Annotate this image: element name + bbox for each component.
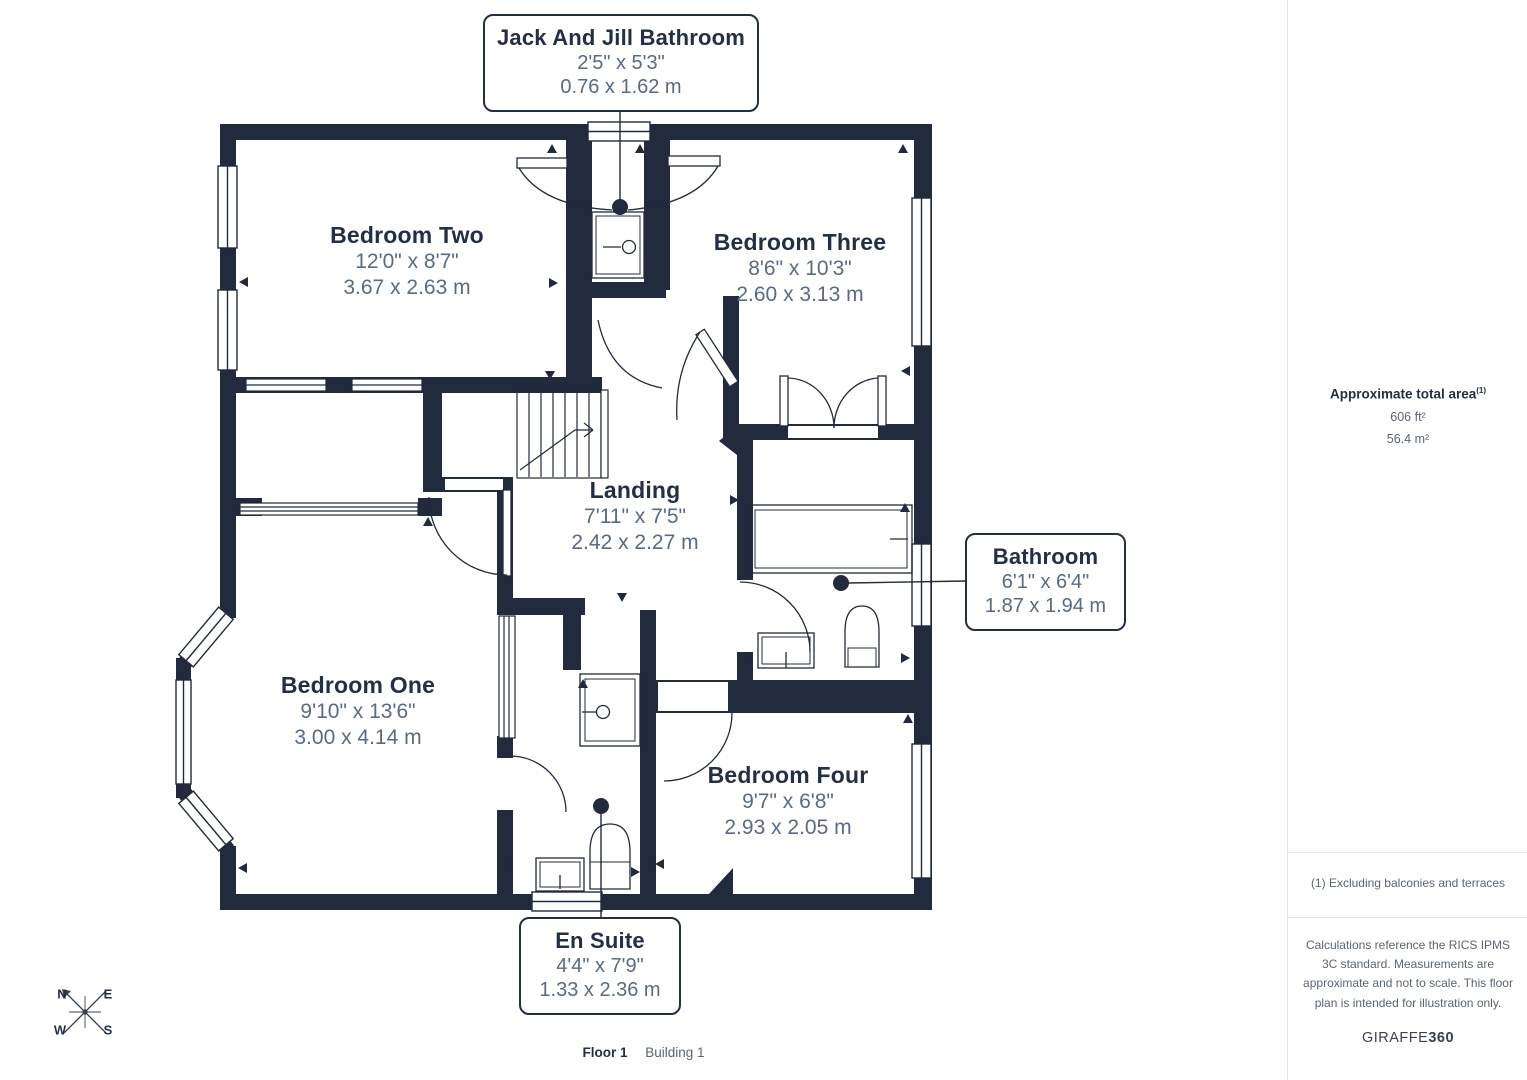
room-dim-metric: 2.93 x 2.05 m <box>724 815 852 839</box>
room-name: Bedroom Two <box>330 221 484 248</box>
room-name: Bedroom Three <box>713 228 887 255</box>
room-label-bedroom-two: Bedroom Two 12'0" x 8'7" 3.67 x 2.63 m <box>330 222 484 300</box>
callout-title: Jack And Jill Bathroom <box>496 25 746 50</box>
shower-head-icon <box>621 239 637 255</box>
compass-east-label: E <box>103 986 113 1002</box>
compass-south-label: S <box>103 1022 113 1038</box>
toilet-bathroom-icon <box>844 605 880 668</box>
camera-point-jack-and-jill <box>612 199 628 215</box>
camera-points <box>593 199 849 814</box>
sidebar: Approximate total area(1) 606 ft² 56.4 m… <box>1287 0 1527 1080</box>
footer: Floor 1 Building 1 <box>0 1045 1287 1060</box>
area-footnote: (1) Excluding balconies and terraces <box>1310 876 1506 890</box>
room-label-bedroom-four: Bedroom Four 9'7" x 6'8" 2.93 x 2.05 m <box>708 762 869 840</box>
total-area-title: Approximate total area(1) <box>1288 386 1527 402</box>
brand-regular: GIRAFFE <box>1361 1030 1429 1046</box>
windows <box>175 121 932 912</box>
bathtub-icon <box>749 504 913 574</box>
room-label-bedroom-one: Bedroom One 9'10" x 13'6" 3.00 x 4.14 m <box>281 672 435 750</box>
room-dim-imperial: 9'10" x 13'6" <box>300 699 416 723</box>
wardrobe-fronts <box>239 378 516 739</box>
room-name: Landing <box>589 476 681 503</box>
room-label-bedroom-three: Bedroom Three 8'6" x 10'3" 2.60 x 3.13 m <box>714 229 887 307</box>
sliding-track-vertical <box>498 615 516 739</box>
staircase <box>516 389 609 479</box>
sidebar-divider <box>1288 917 1527 918</box>
callout-dim-imperial: 4'4" x 7'9" <box>556 955 644 977</box>
callout-jack-and-jill-bathroom: Jack And Jill Bathroom 2'5" x 5'3" 0.76 … <box>483 14 759 112</box>
room-dim-metric: 3.00 x 4.14 m <box>294 725 422 749</box>
compass-north-label: N <box>57 986 67 1002</box>
wall-markers <box>238 144 913 877</box>
camera-point-bathroom <box>833 575 849 591</box>
room-dim-metric: 2.42 x 2.27 m <box>571 530 699 554</box>
shower-en-suite <box>579 673 641 747</box>
shower-head-icon <box>595 704 611 720</box>
callout-dim-imperial: 6'1" x 6'4" <box>1001 571 1090 593</box>
room-dim-metric: 3.67 x 2.63 m <box>343 275 471 299</box>
building-label: Building 1 <box>645 1045 705 1060</box>
camera-point-en-suite <box>593 798 609 814</box>
room-dim-metric: 2.60 x 3.13 m <box>736 282 864 306</box>
north-arrow-icon <box>62 989 71 998</box>
callout-bathroom: Bathroom 6'1" x 6'4" 1.87 x 1.94 m <box>965 533 1126 631</box>
interior-walls <box>236 140 914 894</box>
callout-title: Bathroom <box>992 544 1099 569</box>
sink-en-suite-icon <box>535 857 585 892</box>
doors <box>428 155 887 894</box>
callout-dim-metric: 1.87 x 1.94 m <box>984 595 1107 618</box>
room-label-landing: Landing 7'11" x 7'5" 2.42 x 2.27 m <box>571 477 698 555</box>
room-dim-imperial: 7'11" x 7'5" <box>584 504 686 528</box>
room-name: Bedroom One <box>280 671 436 698</box>
fixtures <box>535 211 913 892</box>
callout-dim-metric: 1.33 x 2.36 m <box>539 979 661 1002</box>
shower-jack-and-jill <box>591 211 645 279</box>
total-area-title-text: Approximate total area <box>1329 386 1477 402</box>
giraffe360-logo: GIRAFFE360 <box>1288 1030 1527 1046</box>
room-dim-imperial: 12'0" x 8'7" <box>355 249 459 273</box>
leader-lines <box>600 110 966 917</box>
disclaimer-text: Calculations reference the RICS IPMS 3C … <box>1303 938 1513 1010</box>
callout-en-suite: En Suite 4'4" x 7'9" 1.33 x 2.36 m <box>519 917 681 1015</box>
brand-bold: 360 <box>1428 1030 1455 1046</box>
toilet-en-suite-icon <box>589 823 631 890</box>
sink-bathroom-icon <box>757 632 815 669</box>
total-area-ft: 606 ft² <box>1390 409 1426 424</box>
floor-label: Floor 1 <box>582 1045 628 1060</box>
total-area-block: Approximate total area(1) 606 ft² 56.4 m… <box>1288 386 1527 446</box>
room-dim-imperial: 8'6" x 10'3" <box>748 256 852 280</box>
total-area-footnote-ref: (1) <box>1476 386 1487 395</box>
total-area-m: 56.4 m² <box>1386 431 1430 446</box>
room-dim-imperial: 9'7" x 6'8" <box>742 789 834 813</box>
sidebar-divider <box>1288 852 1527 853</box>
room-name: Bedroom Four <box>707 761 869 788</box>
callout-title: En Suite <box>555 928 645 953</box>
compass-west-label: W <box>53 1022 67 1038</box>
compass-rose <box>62 989 107 1034</box>
callout-dim-imperial: 2'5" x 5'3" <box>577 52 665 74</box>
sliding-track-horizontal <box>239 502 419 516</box>
callout-dim-metric: 0.76 x 1.62 m <box>560 76 682 99</box>
